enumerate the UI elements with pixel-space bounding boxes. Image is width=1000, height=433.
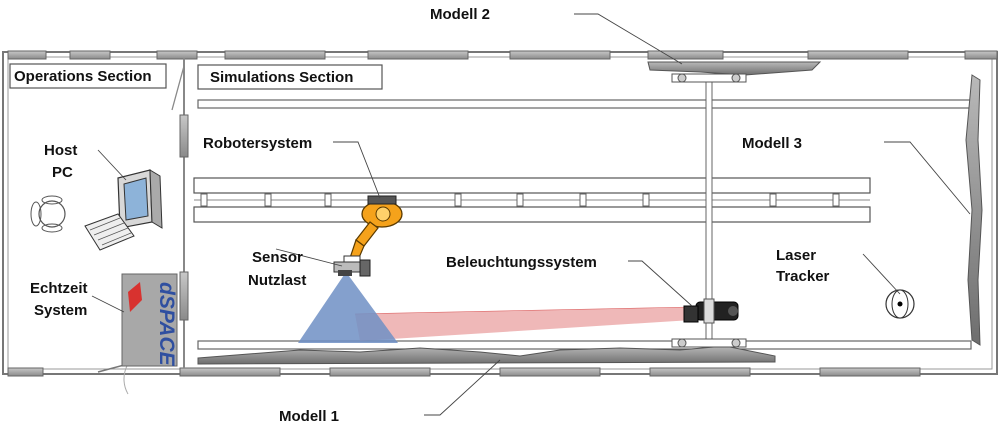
beleuchtung-label: Beleuchtungssystem	[446, 254, 597, 271]
modell-2-panel	[647, 61, 822, 76]
sensor-payload	[333, 259, 371, 277]
modell-1-panel	[197, 345, 776, 365]
laser-label-line1: Laser	[776, 247, 816, 264]
leader-lines	[91, 13, 971, 416]
robotersystem-label: Robotersystem	[203, 135, 312, 152]
simulations-section-label: Simulations Section	[210, 69, 353, 86]
modell-3-label: Modell 3	[742, 135, 802, 152]
simulations-section-box: Simulations Section	[197, 64, 383, 90]
robot-arm	[343, 195, 403, 267]
lighting-lamp	[683, 298, 739, 324]
building-walls	[2, 50, 998, 395]
dspace-system: dSPACE	[121, 273, 178, 367]
host-pc	[30, 169, 163, 251]
light-beam	[355, 307, 692, 341]
echtzeit-label-line2: System	[34, 302, 87, 319]
sensor-beam	[298, 272, 398, 343]
host-label-line1: Host	[44, 142, 77, 159]
sensor-label-line2: Nutzlast	[248, 272, 306, 289]
sensor-label-line1: Sensor	[252, 249, 303, 266]
operations-section-label: Operations Section	[14, 68, 152, 85]
echtzeit-label-line1: Echtzeit	[30, 280, 88, 297]
modell-1-label: Modell 1	[279, 408, 339, 425]
dspace-logo-text: dSPACE	[155, 282, 178, 367]
modell-2-label: Modell 2	[430, 6, 490, 23]
operations-section-box: Operations Section	[9, 63, 167, 89]
lighting-gantry	[671, 73, 747, 348]
laser-label-line2: Tracker	[776, 268, 830, 285]
host-label-line2: PC	[52, 164, 73, 181]
upper-rail	[197, 99, 972, 109]
modell-3-panel	[965, 74, 983, 346]
robot-track	[193, 177, 871, 223]
laser-tracker	[885, 289, 915, 319]
